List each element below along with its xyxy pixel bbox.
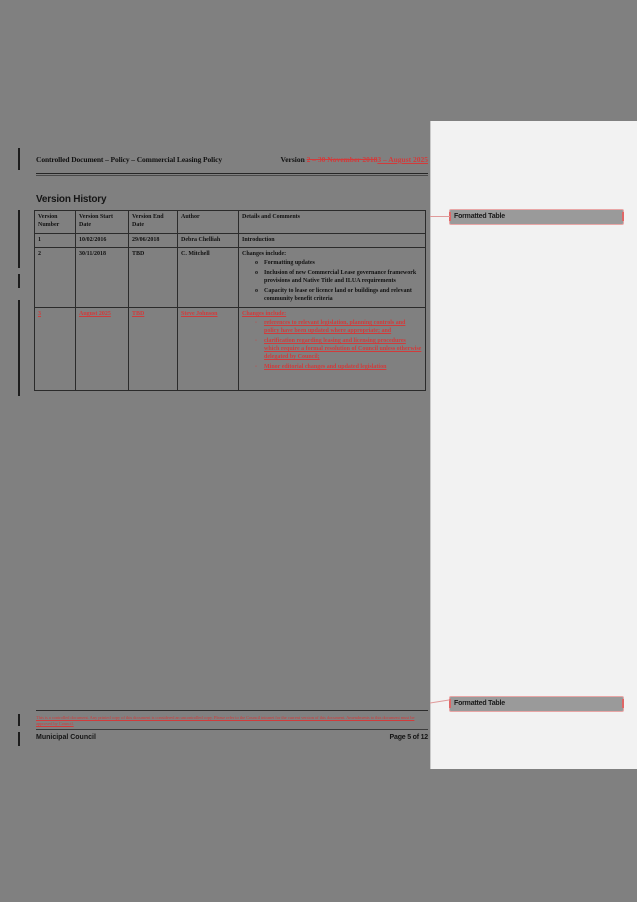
change-bar: [18, 714, 20, 726]
change-bar: [18, 732, 20, 746]
version-history-table: Version Number Version Start Date Versio…: [34, 210, 426, 391]
details-bullet-list: Formatting updates Inclusion of new Comm…: [242, 259, 422, 303]
details-bullet-item: Formatting updates: [255, 259, 422, 267]
column-header-author: Author: [177, 210, 239, 234]
cell-details: Changes include: Formatting updates Incl…: [238, 247, 426, 308]
cell-details-title: Changes include:: [242, 251, 287, 257]
comment-connector-line-1: [427, 216, 450, 217]
column-header-version-number: Version Number: [34, 210, 76, 234]
cell-end-date: TBD: [128, 307, 178, 391]
header-version-deleted: 2 – 30 November 2018: [306, 155, 378, 164]
markup-review-pane: Formatted Table Formatted Table: [430, 121, 637, 769]
document-header: Controlled Document – Policy – Commercia…: [36, 155, 428, 187]
column-header-version-start-date: Version Start Date: [75, 210, 129, 234]
footer-council-name: Municipal Council: [36, 734, 96, 741]
change-bar: [18, 274, 20, 288]
cell-start-date: 10/02/2016: [75, 233, 129, 248]
details-bullet-list: references to relevant legislation, plan…: [242, 319, 422, 371]
cell-details-title: Changes include:: [242, 311, 287, 317]
section-heading-version-history: Version History: [36, 194, 107, 205]
cell-details: Changes include: references to relevant …: [238, 307, 426, 391]
document-footer: This is a controlled document. Any print…: [36, 715, 428, 741]
details-bullet-item: Capacity to lease or licence land or bui…: [255, 287, 422, 303]
change-bar: [18, 300, 20, 396]
cell-end-date: 29/06/2018: [128, 233, 178, 248]
cell-version-number: 3: [34, 307, 76, 391]
table-row: 1 10/02/2016 29/06/2018 Debra Chelliah I…: [34, 233, 426, 248]
details-bullet-item: Inclusion of new Commercial Lease govern…: [255, 269, 422, 285]
cell-end-date: TBD: [128, 247, 178, 308]
header-version-label: Version: [280, 155, 307, 164]
details-bullet-item: clarification regarding leasing and lice…: [255, 337, 422, 361]
cell-details: Introduction: [238, 233, 426, 248]
header-version-inserted: 3 – August 2025: [377, 155, 428, 164]
cell-author: C. Mitchell: [177, 247, 239, 308]
table-row: 2 30/11/2018 TBD C. Mitchell Changes inc…: [34, 247, 426, 308]
footer-page-number: Page 5 of 12: [389, 734, 429, 741]
footer-bottom-row: Municipal Council Page 5 of 12: [36, 734, 428, 741]
cell-details-title: Introduction: [242, 237, 275, 243]
table-header-row: Version Number Version Start Date Versio…: [34, 210, 426, 234]
change-bar: [18, 148, 20, 170]
comment-balloon-label: Formatted Table: [454, 213, 505, 220]
cell-version-number: 2: [34, 247, 76, 308]
change-bar: [18, 210, 20, 268]
document-page: Controlled Document – Policy – Commercia…: [0, 110, 430, 770]
header-document-title: Controlled Document – Policy – Commercia…: [36, 155, 222, 164]
header-version-block: Version 2 – 30 November 20183 – August 2…: [198, 155, 428, 165]
cell-author: Debra Chelliah: [177, 233, 239, 248]
column-header-details-comments: Details and Comments: [238, 210, 426, 234]
table-row-inserted: 3 August 2025 TBD Steve Johnson Changes …: [34, 307, 426, 391]
details-bullet-item: references to relevant legislation, plan…: [255, 319, 422, 335]
comment-balloon-formatted-table-2[interactable]: Formatted Table: [449, 696, 624, 712]
footer-top-rule: [36, 710, 428, 711]
comment-balloon-formatted-table-1[interactable]: Formatted Table: [449, 209, 624, 225]
header-divider-rule: [36, 173, 428, 176]
footer-controlled-document-note: This is a controlled document. Any print…: [36, 715, 415, 726]
footer-divider-rule: [36, 729, 428, 730]
column-header-version-end-date: Version End Date: [128, 210, 178, 234]
cell-start-date: August 2025: [75, 307, 129, 391]
cell-version-number: 1: [34, 233, 76, 248]
comment-balloon-label: Formatted Table: [454, 700, 505, 707]
cell-start-date: 30/11/2018: [75, 247, 129, 308]
details-bullet-item: Minor editorial changes and updated legi…: [255, 363, 422, 371]
cell-author: Steve Johnson: [177, 307, 239, 391]
